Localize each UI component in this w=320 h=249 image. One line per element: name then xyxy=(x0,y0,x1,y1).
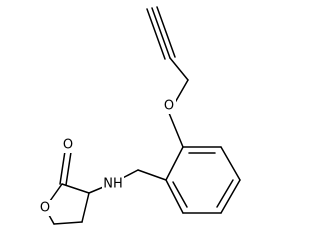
ring-oxygen-label: O xyxy=(40,201,50,216)
bond-ar-inner-3 xyxy=(172,181,188,208)
bond-ar-inner-2 xyxy=(216,179,234,208)
bond-ch2-alkyne xyxy=(169,57,189,81)
ring-oxygen-atom: O xyxy=(38,200,52,216)
bond-triple-1 xyxy=(151,7,171,59)
bond-carbonyl-2 xyxy=(65,151,72,186)
ether-oxygen-label: O xyxy=(164,99,174,114)
bond-c3-c4 xyxy=(81,192,90,223)
bond-ch2-aryl xyxy=(137,169,167,181)
bond-ar-c1-c2 xyxy=(165,146,184,181)
amine-atom: NH xyxy=(102,176,124,192)
bond-ar-c6-c1 xyxy=(165,179,184,214)
molecule-structure: O O NH O xyxy=(38,6,241,225)
bond-ar-c3-c4 xyxy=(220,146,241,181)
amine-label: NH xyxy=(103,177,123,192)
bond-triple-3 xyxy=(156,6,176,58)
carbonyl-oxygen-label: O xyxy=(63,138,73,153)
carbonyl-oxygen-atom: O xyxy=(61,137,75,153)
bond-triple-2 xyxy=(146,8,166,60)
bond-c4-c5 xyxy=(53,221,83,225)
ether-oxygen-atom: O xyxy=(162,98,176,114)
bond-aryl-o xyxy=(168,112,184,148)
bond-carbonyl-1 xyxy=(59,150,66,185)
bond-ar-c4-c5 xyxy=(220,179,241,214)
